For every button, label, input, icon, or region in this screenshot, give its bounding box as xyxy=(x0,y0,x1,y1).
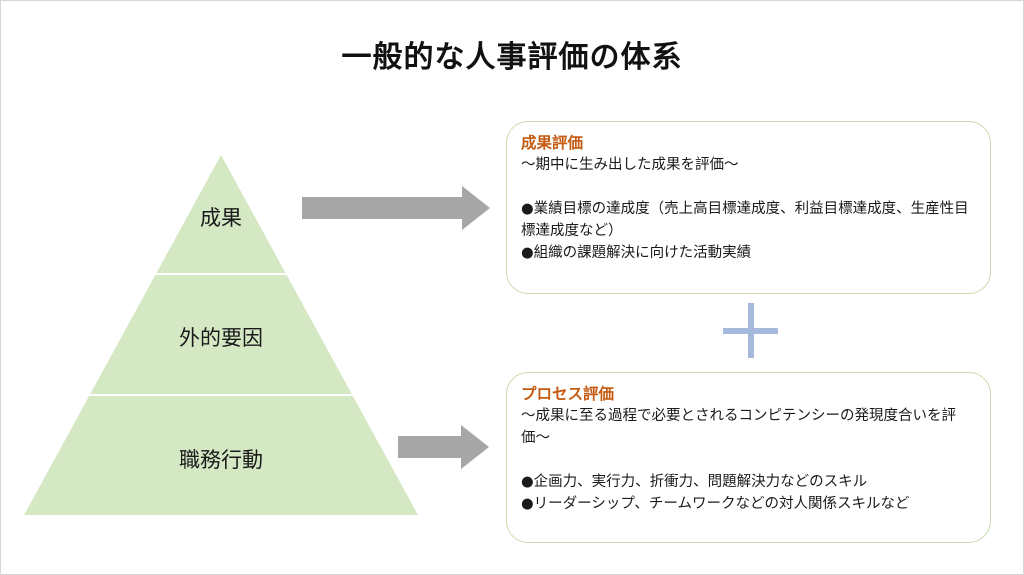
process-evaluation-bullet-2: ●リーダーシップ、チームワークなどの対人関係スキルなど xyxy=(521,496,910,512)
process-evaluation-heading: プロセス評価 xyxy=(521,385,615,403)
process-evaluation-box: プロセス評価 〜成果に至る過程で必要とされるコンピテンシーの発現度合いを評価〜 … xyxy=(506,372,991,543)
pyramid-tier-external-factors: 外的要因 xyxy=(179,326,263,350)
pyramid-shape xyxy=(24,155,418,515)
process-evaluation-subtitle: 〜成果に至る過程で必要とされるコンピテンシーの発現度合いを評価〜 xyxy=(521,408,956,446)
arrow-to-process-evaluation xyxy=(398,425,489,469)
result-evaluation-box: 成果評価 〜期中に生み出した成果を評価〜 ●業績目標の達成度（売上高目標達成度、… xyxy=(506,121,991,294)
process-evaluation-bullet-1: ●企画力、実行力、折衝力、問題解決力などのスキル xyxy=(521,474,868,490)
pyramid-tier-result: 成果 xyxy=(200,206,242,230)
result-evaluation-heading: 成果評価 xyxy=(521,134,584,152)
result-evaluation-bullet-1: ●業績目標の達成度（売上高目標達成度、利益目標達成度、生産性目標達成度など） xyxy=(521,201,969,239)
result-evaluation-bullet-2: ●組織の課題解決に向けた活動実績 xyxy=(521,245,752,261)
arrow-to-result-evaluation xyxy=(302,186,490,230)
pyramid-tier-job-behavior: 職務行動 xyxy=(179,448,263,472)
result-evaluation-subtitle: 〜期中に生み出した成果を評価〜 xyxy=(521,157,739,173)
plus-icon xyxy=(723,303,778,358)
slide-title: 一般的な人事評価の体系 xyxy=(341,40,683,75)
